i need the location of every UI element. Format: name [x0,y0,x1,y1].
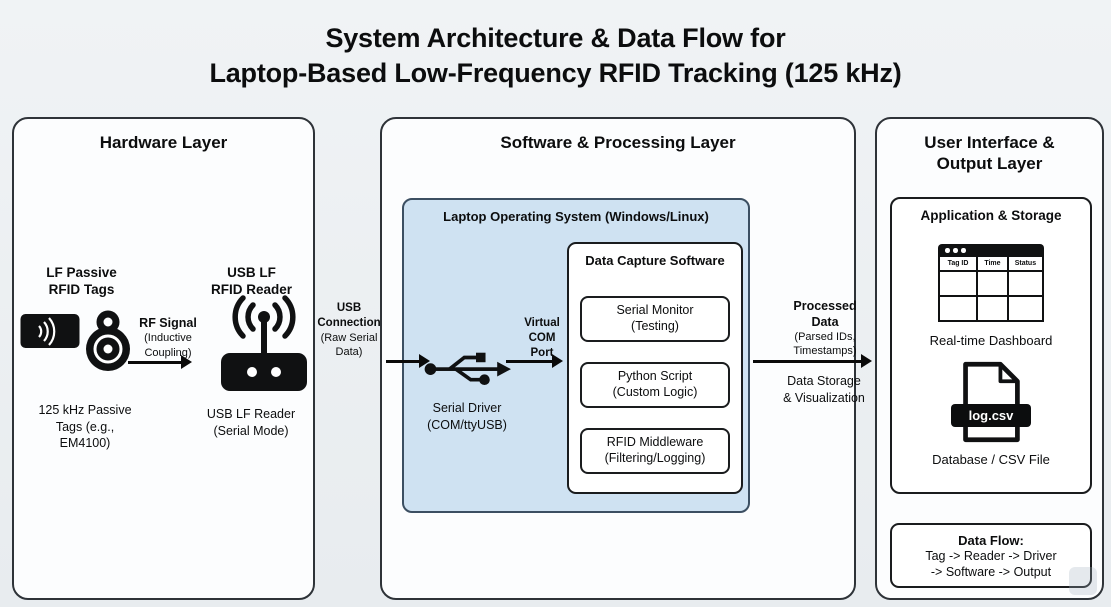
rfid-middleware-box: RFID Middleware (Filtering/Logging) [580,428,730,474]
table-grid: Tag ID Time Status [938,257,1044,322]
arrow-head [552,354,563,368]
dashboard-caption: Real-time Dashboard [929,333,1053,348]
lf-tags-label: LF Passive RFID Tags [46,265,117,297]
table-cell [1008,272,1042,295]
application-storage-box: Application & Storage Tag ID Time Status… [890,197,1092,494]
rfid-keyfob-icon [82,309,134,378]
application-storage-header: Application & Storage [920,208,1062,223]
arrow-head [419,354,430,368]
table-cell [940,272,977,295]
arrow-head [861,354,872,368]
table-header-cell: Status [1008,257,1042,270]
rf-signal-sublabel: (Inductive Coupling) [144,332,192,359]
arrow-shaft [128,360,183,364]
data-flow-body: Tag -> Reader -> Driver -> Software -> O… [925,549,1057,580]
usb-connection-label-group: USB Connection (Raw Serial Data) [314,301,384,359]
processed-data-label-group: Processed Data (Parsed IDs, Timestamps) [775,298,875,359]
hardware-layer-header: Hardware Layer [99,133,228,152]
serial-monitor-box: Serial Monitor (Testing) [580,296,730,342]
usb-connection-sublabel: (Raw Serial Data) [320,331,378,359]
processed-data-label: Processed Data [793,299,857,329]
data-storage-label: Data Storage & Visualization [783,374,865,405]
table-cell [978,272,1007,295]
virtual-com-arrow-icon [506,354,563,368]
rfid-card-icon [19,310,81,357]
laptop-os-box: Laptop Operating System (Windows/Linux) … [402,198,750,513]
data-flow-header: Data Flow: [958,533,1024,548]
python-script-box: Python Script (Custom Logic) [580,362,730,408]
rfid-reader-icon [219,295,309,405]
serial-driver-caption: Serial Driver (COM/ttyUSB) [427,401,507,432]
csv-file-icon: log.csv [936,359,1046,447]
csv-file-label: log.csv [951,404,1031,427]
data-capture-software-box: Data Capture Software Serial Monitor (Te… [567,242,743,494]
table-cell [978,297,1007,320]
virtual-com-port-label: Virtual COM Port [524,317,560,359]
laptop-os-header: Laptop Operating System (Windows/Linux) [443,209,709,224]
lf-tags-caption: 125 kHz Passive Tags (e.g., EM4100) [38,403,132,450]
arrow-shaft [753,359,863,363]
rf-signal-label-group: RF Signal (Inductive Coupling) [126,315,210,360]
arrow-head [181,355,192,369]
arrow-shaft [506,359,554,363]
output-layer-header: User Interface & Output Layer [924,133,1055,173]
table-cell [1008,297,1042,320]
table-header-cell: Tag ID [940,257,977,270]
usb-connection-label: USB Connection [317,302,381,329]
software-layer-header: Software & Processing Layer [500,133,736,152]
table-header-cell: Time [978,257,1007,270]
dashboard-table-icon: Tag ID Time Status [938,244,1044,322]
software-layer-panel: Software & Processing Layer Laptop Opera… [380,117,865,600]
arrow-shaft [386,359,421,363]
table-cell [940,297,977,320]
usb-connector-icon [422,341,512,398]
data-flow-box: Data Flow: Tag -> Reader -> Driver -> So… [890,523,1092,588]
usb-connection-arrow-icon [386,354,430,368]
watermark [1069,567,1097,595]
table-window-dots-icon [938,244,1044,257]
rf-signal-arrow-icon [128,355,192,369]
processed-data-arrow-icon [753,354,872,368]
diagram-title: System Architecture & Data Flow for Lapt… [209,23,902,88]
output-layer-panel: User Interface & Output Layer Applicatio… [875,117,1104,600]
database-csv-caption: Database / CSV File [932,452,1050,467]
data-capture-software-header: Data Capture Software [585,253,725,268]
usb-reader-label: USB LF RFID Reader [210,265,293,297]
usb-reader-caption: USB LF Reader (Serial Mode) [206,407,296,438]
hardware-layer-panel: Hardware Layer LF Passive RFID Tags 125 … [12,117,315,600]
rf-signal-label: RF Signal [139,316,197,330]
processed-data-sublabel: (Parsed IDs, Timestamps) [793,331,857,358]
